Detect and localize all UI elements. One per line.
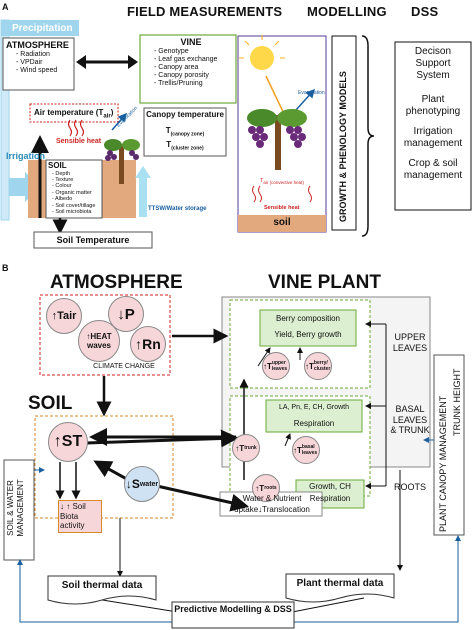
vine-title: VINE	[180, 37, 202, 47]
vine-plant-header: VINE PLANT	[268, 272, 381, 293]
yield-text: Yield, Berry growth	[274, 330, 342, 339]
roots-label: ROOTS	[393, 482, 426, 492]
dss-item: Plant phenotyping	[405, 94, 461, 117]
dss-box: Decison Support System Plant phenotyping…	[396, 46, 470, 182]
respiration-roots-text: Respiration	[309, 494, 351, 503]
panel-a-letter: A	[2, 2, 9, 12]
soil-item: - Colour	[52, 183, 72, 190]
dss-header: DSS	[411, 4, 439, 19]
soil-thermal-data-label: Soil thermal data	[61, 580, 143, 591]
convective-heat-label: Tair (convective heat)	[260, 178, 304, 186]
field-measurements-header: FIELD MEASUREMENTS	[127, 4, 283, 19]
canopy-temperature-box: Canopy temperature T(canopy zone) T(clus…	[146, 110, 224, 154]
plant-canopy-management-label: PLANT CANOPY MANAGEMENT	[438, 395, 448, 532]
dss-item: Irrigation management	[403, 126, 463, 149]
ttsw-label: TTSW/Water storage	[148, 206, 207, 212]
plant-thermal-data-label: Plant thermal data	[296, 578, 384, 589]
vine-item: - Genotype	[154, 47, 189, 55]
soil-item: - Organic matter	[52, 189, 92, 196]
growth-ch-text: Growth, CH	[309, 482, 351, 491]
soil-header: SOIL	[28, 393, 73, 414]
sensible-heat-left-label: Sensible heat	[56, 138, 102, 145]
water-nutrient-text: Water & Nutrient	[242, 494, 302, 503]
atmos-item: - Radiation	[16, 50, 50, 58]
soil-water-management-label: SOIL & WATER MANAGEMENT	[6, 479, 25, 537]
dss-item: Crop & soil management	[403, 158, 463, 181]
canopy-temp-line1: T(canopy zone)	[165, 125, 205, 138]
respiration-text: Respiration	[293, 419, 335, 428]
soil-right-label: soil	[273, 217, 291, 228]
vine-item: - Canopy porosity	[154, 71, 209, 79]
vine-box: VINE - Genotype - Leaf gas exchange - Ca…	[148, 37, 234, 88]
soil-item: - Texture	[52, 176, 74, 183]
panel-b-letter: B	[2, 263, 9, 273]
atmos-item: - Wind speed	[16, 66, 58, 74]
evaporation-right-label: Evaporation	[298, 90, 325, 96]
atmos-item: - VPDair	[16, 58, 43, 66]
soil-biota-box: ↓ ↑ Soil Biota activity	[58, 500, 102, 533]
climate-change-label: CLIMATE CHANGE	[93, 363, 155, 370]
rn-circle: ↑Rn	[130, 326, 166, 362]
air-temperature-label: Air temperature (Tair)	[34, 108, 114, 120]
soil-title: SOIL	[48, 161, 67, 170]
vine-item: - Leaf gas exchange	[154, 55, 218, 63]
tair-circle: ↑Tair	[46, 298, 82, 334]
atmosphere-header: ATMOSPHERE	[50, 272, 183, 293]
modelling-header: MODELLING	[307, 4, 387, 19]
canopy-temp-line2: T(cluster zone)	[166, 139, 204, 152]
irrigation-label: Irrigation	[6, 151, 46, 161]
p-circle: ↓P	[108, 296, 144, 332]
soil-item: - Soil cover/tillage	[52, 202, 96, 209]
precipitation-label: Precipitation	[12, 23, 73, 34]
growth-phenology-models-label: GROWTH & PHENOLOGY MODELS	[338, 71, 348, 222]
vine-item: - Trellis/Pruning	[154, 79, 203, 87]
basal-leaves-label: BASAL LEAVES & TRUNK	[390, 404, 430, 435]
berry-composition-text: Berry composition	[275, 314, 341, 323]
soil-item: - Depth	[52, 170, 71, 177]
dss-title-line: Support	[415, 58, 451, 69]
predictive-modelling-label: Predictive Modelling & DSS	[174, 604, 292, 614]
trunk-height-label: TRUNK HEIGHT	[452, 368, 462, 437]
soil-item: - Soil microbiota	[52, 208, 92, 215]
soil-temperature-label: Soil Temperature	[56, 235, 130, 245]
st-circle: ↑ST	[48, 422, 88, 462]
dss-title-line: System	[416, 70, 450, 81]
heat-waves-circle: ↑HEAT waves	[78, 320, 120, 362]
dss-title-line: Decison	[414, 46, 452, 57]
sensible-heat-right-label: Sensible heat	[264, 205, 300, 211]
atmosphere-title: ATMOSPHERE	[6, 40, 69, 50]
upper-leaves-label: UPPER LEAVES	[392, 332, 428, 353]
soil-box: SOIL - Depth - Texture - Colour - Organi…	[48, 161, 102, 215]
la-line-text: LA, Pn, E, CH, Growth	[278, 404, 350, 411]
vine-item: - Canopy area	[154, 63, 199, 71]
atmosphere-box: ATMOSPHERE - Radiation - VPDair - Wind s…	[6, 40, 74, 75]
uptake-text: uptake↓Translocation	[234, 505, 310, 514]
soil-item: - Albedo	[52, 196, 73, 203]
canopy-temp-title: Canopy temperature	[146, 110, 224, 119]
